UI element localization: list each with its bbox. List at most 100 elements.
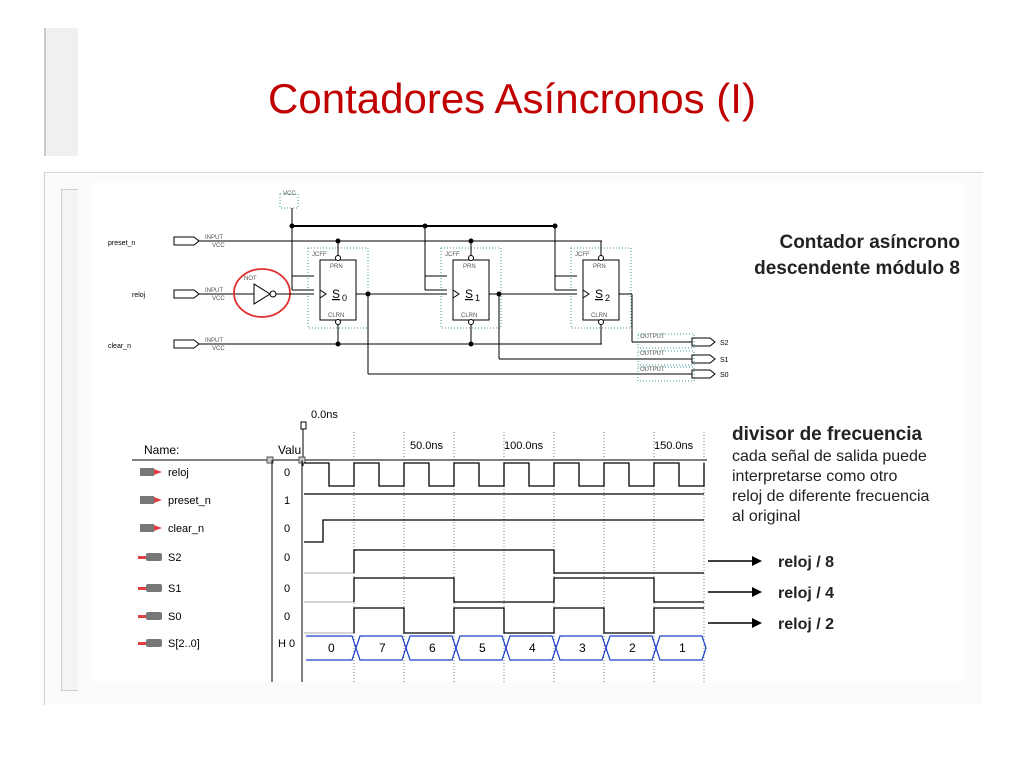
svg-text:CLRN: CLRN: [461, 313, 477, 319]
svg-text:reloj / 2: reloj / 2: [778, 616, 834, 633]
signal-reloj: reloj 0: [140, 467, 290, 479]
figure: VCC preset_n INPUT VCC reloj INPUT VCC: [92, 182, 964, 682]
wave-s1: [353, 577, 704, 603]
svg-text:JCFF: JCFF: [445, 252, 460, 258]
vcc-symbol: [279, 193, 299, 209]
svg-text:NOT: NOT: [244, 276, 257, 282]
figure-canvas: VCC preset_n INPUT VCC reloj INPUT VCC: [108, 191, 960, 682]
svg-text:JCFF: JCFF: [312, 252, 327, 258]
timing-diagram: 0.0ns Name: Valu 50.0ns 100.0ns 150.0ns …: [132, 409, 707, 682]
svg-text:S: S: [332, 287, 340, 301]
svg-text:reloj / 8: reloj / 8: [778, 554, 834, 571]
svg-text:PRN: PRN: [593, 264, 606, 270]
svg-text:S1: S1: [168, 583, 181, 595]
highlight-circle: [233, 268, 291, 318]
vcc-label: VCC: [283, 191, 296, 197]
svg-text:reloj: reloj: [168, 467, 189, 479]
marker-label: 0.0ns: [311, 409, 338, 421]
signal-preset_n: preset_n 1: [140, 495, 290, 507]
bus-value: 4: [529, 641, 536, 655]
flipflop-s1: JCFF PRN CLRN S 1: [440, 241, 577, 359]
input-clear_n: clear_n INPUT VCC: [108, 338, 602, 352]
header-value: Valu: [278, 443, 301, 457]
bus-value: 7: [379, 641, 386, 655]
svg-text:S0: S0: [168, 611, 181, 623]
svg-text:1: 1: [284, 495, 290, 507]
signal-s2: S2 0: [138, 552, 290, 564]
svg-text:OUTPUT: OUTPUT: [640, 334, 665, 340]
svg-text:PRN: PRN: [330, 264, 343, 270]
svg-text:preset_n: preset_n: [168, 495, 211, 507]
svg-text:0: 0: [284, 611, 290, 623]
bus-waveform: [306, 635, 707, 661]
wave-reloj: [304, 462, 705, 487]
svg-text:S: S: [595, 287, 603, 301]
input-name: preset_n: [108, 240, 135, 247]
signal-s1: S1 0: [138, 583, 290, 595]
schematic-caption-line2: descendente módulo 8: [754, 258, 960, 279]
svg-text:clear_n: clear_n: [168, 523, 204, 535]
output-name: S1: [720, 357, 729, 364]
annotation-line: interpretarse como otro: [732, 468, 898, 485]
output-s0: OUTPUT S0: [637, 366, 729, 382]
svg-text:reloj / 4: reloj / 4: [778, 585, 834, 602]
wave-s2: [353, 549, 704, 574]
svg-text:1: 1: [475, 293, 480, 303]
title-frame: [44, 28, 984, 156]
svg-text:S2: S2: [168, 552, 181, 564]
svg-text:S[2..0]: S[2..0]: [168, 638, 200, 650]
annotation-title: divisor de frecuencia: [732, 424, 923, 445]
svg-text:H 0: H 0: [278, 638, 295, 650]
header-name: Name:: [144, 443, 179, 457]
bus-value: 3: [579, 641, 586, 655]
annotation-line: reloj de diferente frecuencia: [732, 488, 930, 505]
wave-clear_n: [304, 519, 704, 543]
flipflop-s2: JCFF PRN CLRN S 2: [570, 241, 633, 344]
bus-value: 1: [679, 641, 686, 655]
bus-value: 5: [479, 641, 486, 655]
slide-title: Contadores Asíncronos (I): [268, 75, 756, 122]
svg-text:S: S: [465, 287, 473, 301]
annotation-line: cada señal de salida puede: [732, 448, 927, 465]
arrow-reloj-2: reloj / 2: [708, 616, 834, 633]
annotation-line: al original: [732, 508, 800, 525]
svg-text:INPUT: INPUT: [205, 338, 223, 344]
svg-text:VCC: VCC: [212, 243, 225, 249]
svg-text:VCC: VCC: [212, 296, 225, 302]
svg-text:0: 0: [284, 583, 290, 595]
time-label-150: 150.0ns: [654, 440, 694, 452]
signal-s0: S0 0: [138, 611, 290, 623]
output-s1: OUTPUT S1: [637, 350, 729, 366]
svg-text:0: 0: [284, 467, 290, 479]
svg-text:PRN: PRN: [463, 264, 476, 270]
svg-text:CLRN: CLRN: [591, 313, 607, 319]
signal-clear_n: clear_n 0: [140, 523, 290, 535]
input-name: clear_n: [108, 343, 131, 350]
input-reloj: reloj INPUT VCC: [132, 288, 254, 302]
time-label-50: 50.0ns: [410, 440, 444, 452]
input-name: reloj: [132, 292, 146, 299]
output-name: S2: [720, 340, 729, 347]
arrow-reloj-8: reloj / 8: [708, 554, 834, 571]
input-preset_n: preset_n INPUT VCC: [108, 235, 602, 249]
svg-text:0: 0: [284, 523, 290, 535]
svg-text:CLRN: CLRN: [328, 313, 344, 319]
svg-text:INPUT: INPUT: [205, 288, 223, 294]
svg-text:VCC: VCC: [212, 346, 225, 352]
svg-text:OUTPUT: OUTPUT: [640, 367, 665, 373]
bus-value: 0: [328, 641, 335, 655]
annotation: divisor de frecuencia cada señal de sali…: [708, 424, 930, 633]
svg-text:INPUT: INPUT: [205, 235, 223, 241]
signal-bus: S[2..0] H 0: [138, 638, 295, 650]
flipflop-s0: JCFF PRN CLRN S 0: [307, 241, 447, 374]
svg-text:0: 0: [342, 293, 347, 303]
output-name: S0: [720, 372, 729, 379]
svg-text:OUTPUT: OUTPUT: [640, 351, 665, 357]
time-label-100: 100.0ns: [504, 440, 544, 452]
wave-s0: [353, 607, 704, 634]
svg-text:JCFF: JCFF: [575, 252, 590, 258]
svg-text:0: 0: [284, 552, 290, 564]
schematic-caption-line1: Contador asíncrono: [779, 232, 960, 253]
output-s2: OUTPUT S2: [637, 333, 729, 349]
arrow-reloj-4: reloj / 4: [708, 585, 834, 602]
